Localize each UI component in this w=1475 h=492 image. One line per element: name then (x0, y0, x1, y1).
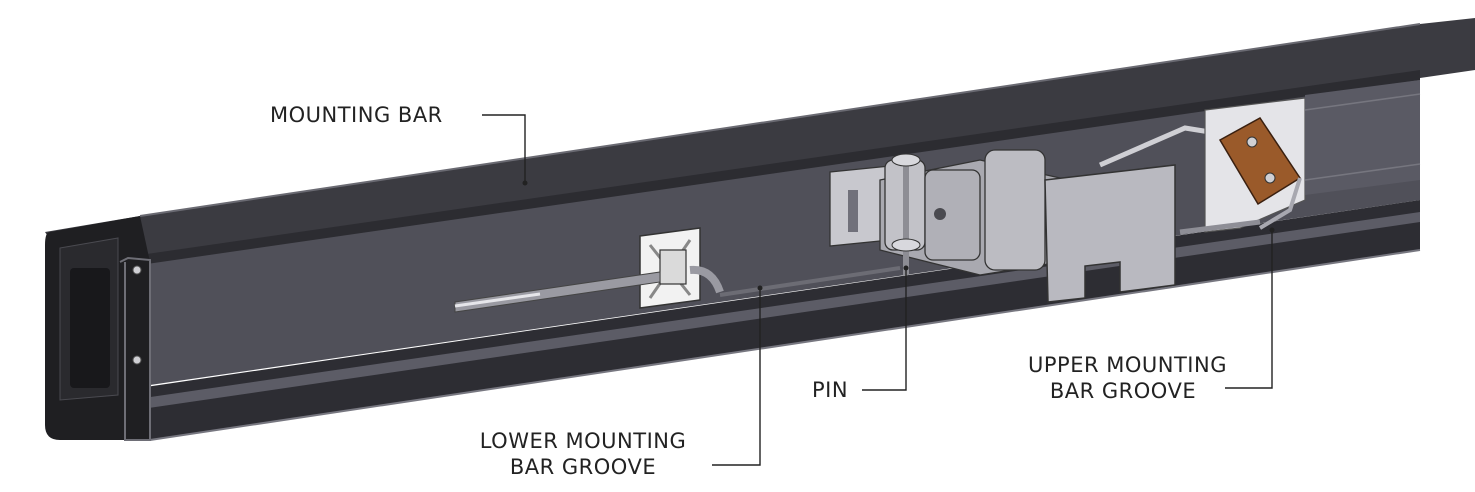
end-cap-inner-rim (119, 256, 151, 441)
label-lower-groove-line2: BAR GROOVE (509, 455, 657, 479)
inner-rail-line-1 (1304, 93, 1421, 111)
end-cap-recess (70, 268, 110, 388)
tie-mount-clip (659, 249, 687, 285)
inner-rail-line-2 (1304, 163, 1421, 181)
leader-dot-mounting-bar (522, 180, 528, 186)
upper-groove-wire (1179, 219, 1261, 235)
end-cap-screw-lower (132, 355, 142, 365)
leader-dot-lower-groove (757, 285, 763, 291)
leader-lower-groove (712, 288, 761, 466)
hinge-hole (934, 208, 946, 220)
mounting-bar-top-edge (139, 23, 1421, 217)
hinge-knuckle-mid (924, 169, 981, 261)
leader-lines (482, 114, 1275, 466)
micro-switch-assembly (1179, 97, 1306, 235)
label-pin: PIN (812, 378, 849, 402)
label-upper-mounting-bar-groove: UPPER MOUNTING BAR GROOVE (1028, 352, 1227, 404)
label-lower-mounting-bar-groove: LOWER MOUNTING BAR GROOVE (458, 428, 708, 480)
switch-screw-upper (1246, 136, 1258, 148)
cable-tie-mount (639, 227, 701, 309)
label-upper-groove-line2: BAR GROOVE (1049, 379, 1197, 403)
label-mounting-bar: MOUNTING BAR (270, 103, 443, 127)
hinge-rear-slot (848, 190, 858, 232)
switch-screw-lower (1264, 172, 1276, 184)
inner-rail (1304, 80, 1421, 195)
mounting-bar-upper-lip (140, 70, 1420, 265)
leader-dot-upper-groove (1269, 227, 1275, 233)
label-lower-groove-line1: LOWER MOUNTING (479, 429, 687, 453)
pin-head-top (891, 153, 921, 167)
hinge-front-plate (1044, 164, 1176, 303)
wire-bend (689, 265, 724, 294)
wire-cable-body (454, 271, 661, 313)
leader-upper-groove (1225, 230, 1273, 389)
mounting-bar-top-surface (45, 18, 1475, 270)
leader-pin (862, 268, 907, 391)
hinge-assembly (829, 125, 1211, 303)
leader-dot-pin (903, 265, 909, 271)
wire-stripped-end (454, 292, 541, 308)
inner-rail-body (1305, 80, 1420, 195)
label-upper-groove-line1: UPPER MOUNTING (1028, 353, 1227, 377)
hinge-knuckle-right (984, 149, 1046, 271)
lower-groove-wire (719, 266, 901, 297)
switch-lever (1258, 177, 1302, 230)
leader-mounting-bar (482, 114, 526, 183)
mounting-bar-lower-edge (149, 249, 1421, 441)
end-cap (45, 216, 151, 441)
end-cap-screw-upper (132, 265, 142, 275)
wire-cable (454, 265, 901, 313)
pin-head-bottom (891, 238, 921, 252)
hinge-arm (1099, 125, 1211, 168)
